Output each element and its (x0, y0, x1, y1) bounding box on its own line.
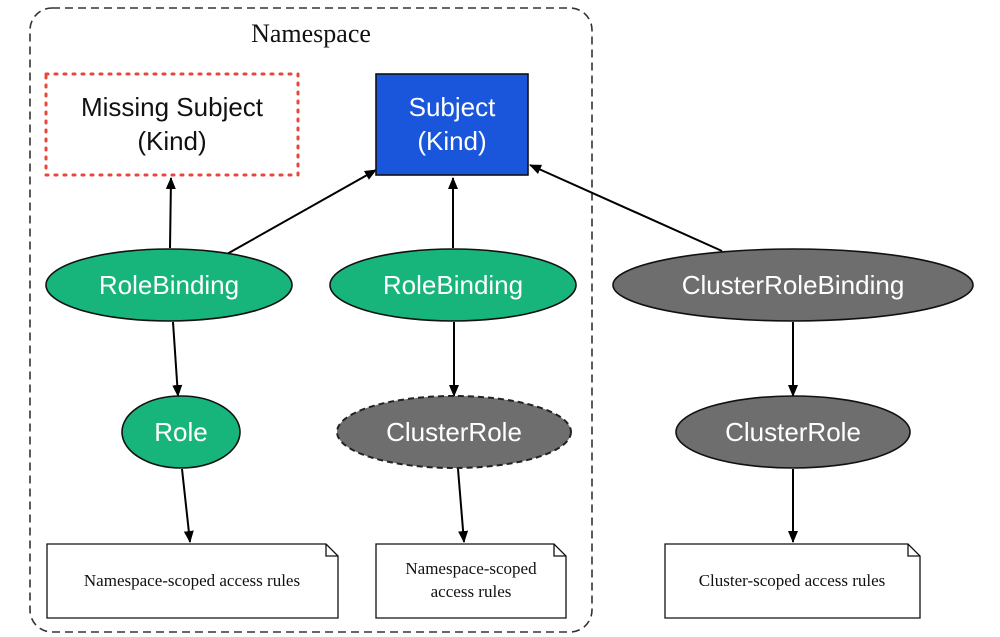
note-right: Cluster-scoped access rules (664, 543, 921, 619)
edge-clusterrolebinding-to-subject (529, 164, 723, 252)
edge-role-to-note-left (181, 468, 194, 543)
rolebinding-left-label: RoleBinding (99, 270, 239, 300)
subject-node[interactable]: Subject (Kind) (375, 73, 529, 176)
subject-kind: (Kind) (417, 126, 486, 156)
missing-subject-kind: (Kind) (137, 126, 206, 156)
clusterrole-mid-node[interactable]: ClusterRole (336, 395, 572, 469)
subject-label: Subject (409, 92, 496, 122)
role-label: Role (154, 417, 207, 447)
role-node[interactable]: Role (121, 395, 241, 469)
missing-subject-label: Missing Subject (81, 92, 264, 122)
note-left-text: Namespace-scoped access rules (84, 571, 300, 590)
rolebinding-mid-node[interactable]: RoleBinding (329, 248, 577, 322)
clusterrole-right-label: ClusterRole (725, 417, 861, 447)
note-mid: Namespace-scoped access rules (375, 543, 567, 619)
note-left: Namespace-scoped access rules (46, 543, 339, 619)
clusterrole-mid-label: ClusterRole (386, 417, 522, 447)
note-mid-line1: Namespace-scoped (405, 559, 537, 578)
edges (165, 164, 798, 543)
rolebinding-mid-label: RoleBinding (383, 270, 523, 300)
clusterrolebinding-node[interactable]: ClusterRoleBinding (612, 248, 974, 322)
note-right-text: Cluster-scoped access rules (699, 571, 886, 590)
namespace-cluster: Namespace (29, 7, 593, 633)
missing-subject-node[interactable]: Missing Subject (Kind) (44, 72, 300, 177)
namespace-label: Namespace (251, 19, 371, 48)
edge-rolebinding-left-to-subject (226, 169, 377, 255)
rolebinding-left-node[interactable]: RoleBinding (45, 248, 293, 322)
clusterrole-right-node[interactable]: ClusterRole (675, 395, 911, 469)
edge-clusterrole-mid-to-note-mid (457, 468, 469, 543)
edge-rolebinding-left-to-role (172, 321, 183, 397)
note-mid-line2: access rules (431, 582, 512, 601)
edge-rolebinding-left-to-missing-subject (165, 177, 176, 249)
clusterrolebinding-label: ClusterRoleBinding (682, 270, 905, 300)
